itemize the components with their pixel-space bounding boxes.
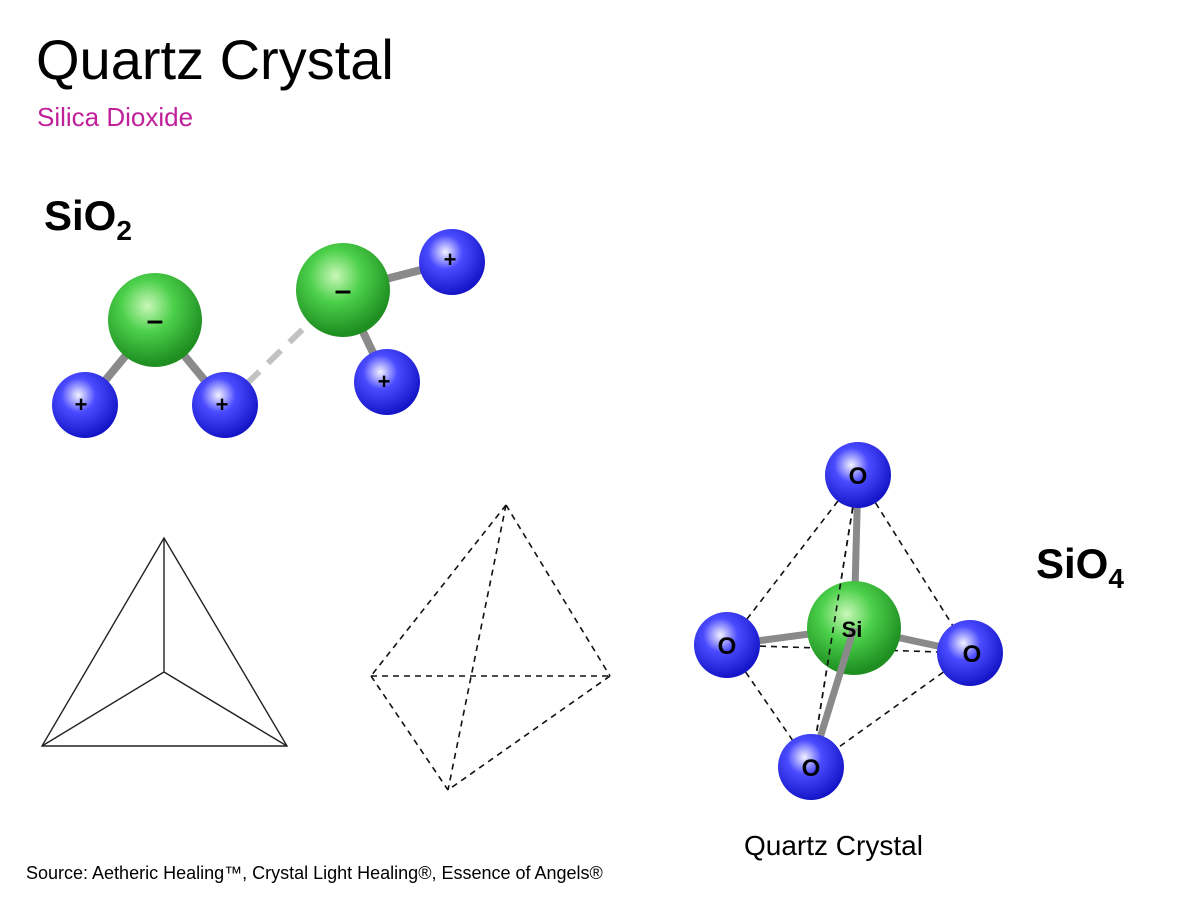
tetrahedron-edge xyxy=(163,671,288,747)
silicon-label: Si xyxy=(842,617,863,642)
oxygen-atom xyxy=(694,612,760,678)
sio4-molecule-group: Si O O O O xyxy=(694,442,1003,800)
oxygen-atom xyxy=(778,734,844,800)
tetrahedron-edge xyxy=(370,504,507,677)
sio2-formula: SiO2 xyxy=(44,192,132,255)
sio2-formula-subscript: 2 xyxy=(116,215,132,246)
sio4-formula-base: SiO xyxy=(1036,540,1109,587)
sio2-molecule-group: – – + + + + xyxy=(52,229,485,438)
sio4-formula-subscript: 4 xyxy=(1108,563,1124,594)
positive-atom xyxy=(192,372,258,438)
positive-atom xyxy=(354,349,420,415)
sio4-caption: Quartz Crystal xyxy=(744,830,923,861)
positive-atom xyxy=(52,372,118,438)
source-credit: Source: Aetheric Healing™, Crystal Light… xyxy=(26,863,603,883)
positive-atom xyxy=(419,229,485,295)
tetrahedron-edge xyxy=(41,671,165,747)
sio4-formula: SiO4 xyxy=(1036,540,1124,603)
oxygen-atom xyxy=(825,442,891,508)
oxygen-label: O xyxy=(718,633,737,660)
positive-charge-label: + xyxy=(444,247,457,272)
oxygen-label: O xyxy=(963,641,982,668)
tetrahedron-edge xyxy=(726,474,859,646)
oxygen-label: O xyxy=(849,463,868,490)
positive-charge-label: + xyxy=(75,392,88,417)
negative-charge-label: – xyxy=(147,304,164,337)
oxygen-atom xyxy=(937,620,1003,686)
page-title: Quartz Crystal xyxy=(36,28,394,91)
tetrahedron-edge xyxy=(370,675,449,791)
positive-charge-label: + xyxy=(216,392,229,417)
tetrahedron-outline xyxy=(40,536,289,747)
solid-tetrahedron xyxy=(40,536,289,747)
negative-charge-label: – xyxy=(335,274,352,307)
tetrahedron-edge xyxy=(447,675,611,791)
negative-atom xyxy=(296,243,390,337)
tetrahedron-edge xyxy=(447,504,507,791)
tetrahedron-edge xyxy=(857,474,971,654)
tetrahedron-edge xyxy=(810,474,859,768)
page-subtitle: Silica Dioxide xyxy=(37,102,194,132)
tetrahedron-edge xyxy=(505,504,611,677)
sio2-formula-base: SiO xyxy=(44,192,117,239)
negative-atom xyxy=(108,273,202,367)
oxygen-label: O xyxy=(802,755,821,782)
dashed-tetrahedron xyxy=(370,504,611,791)
positive-charge-label: + xyxy=(378,369,391,394)
